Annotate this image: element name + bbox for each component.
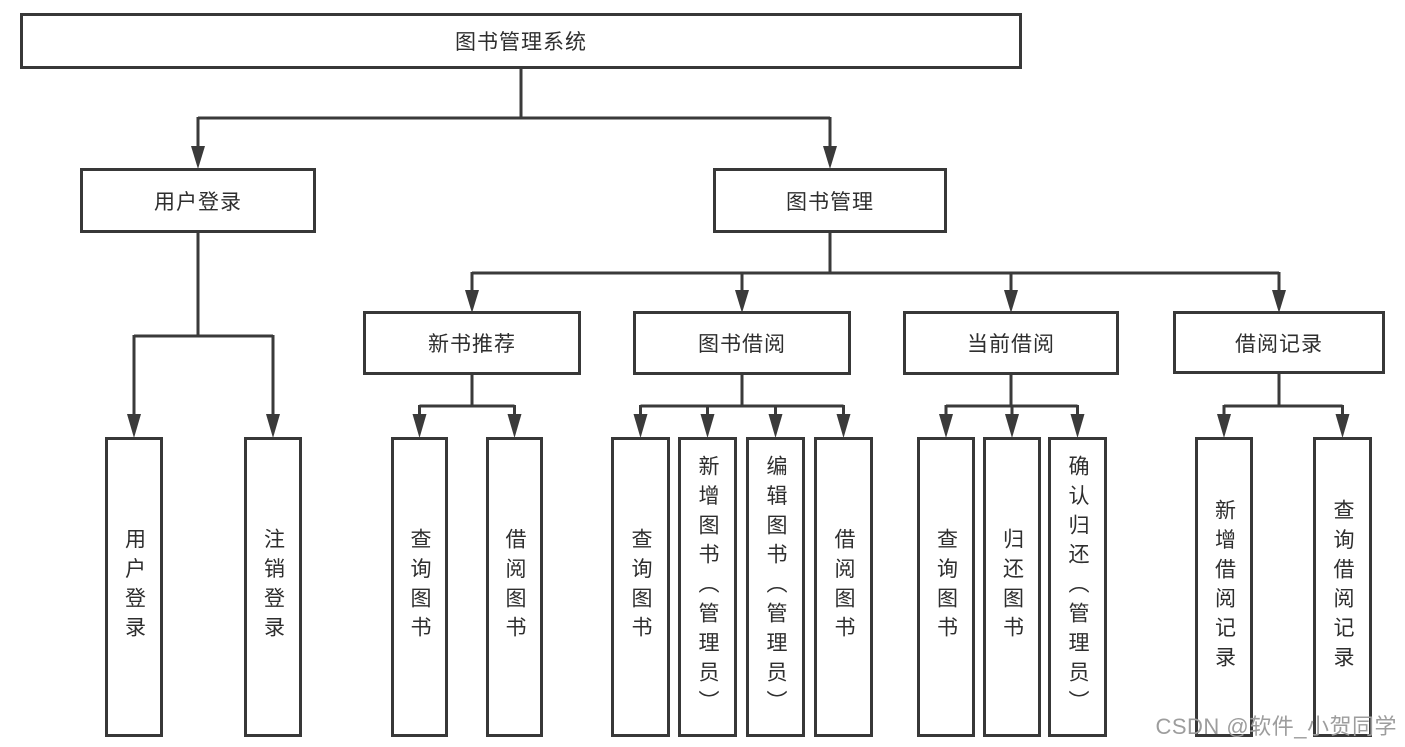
connector-new-rec-branch bbox=[418, 374, 516, 416]
leaf-edit-book-admin-label: 编辑图书（管理员） bbox=[764, 454, 787, 720]
leaf-borrow-book-1-label: 借阅图书 bbox=[503, 528, 526, 646]
leaf-query-book-2-label: 查询图书 bbox=[629, 528, 652, 646]
connector-record-branch bbox=[1222, 373, 1344, 416]
arrow-icon bbox=[1217, 414, 1231, 438]
connector-user-login-branch bbox=[132, 231, 275, 416]
leaf-add-borrow-record: 新增借阅记录 bbox=[1195, 437, 1253, 737]
arrow-icon bbox=[836, 414, 851, 438]
leaf-borrow-book-2: 借阅图书 bbox=[814, 437, 873, 737]
arrow-icon bbox=[700, 414, 715, 438]
arrow-icon bbox=[412, 414, 427, 438]
node-borrow-record-label: 借阅记录 bbox=[1235, 332, 1323, 356]
arrow-icon bbox=[735, 290, 749, 313]
arrow-icon bbox=[127, 414, 141, 438]
connector-book-mgmt-branch bbox=[470, 232, 1281, 291]
arrow-icon bbox=[939, 414, 953, 438]
connector-borrow-branch bbox=[639, 374, 845, 416]
arrow-icon bbox=[1004, 290, 1018, 313]
leaf-user-login: 用户登录 bbox=[105, 437, 163, 737]
node-user-login-label: 用户登录 bbox=[154, 190, 242, 214]
arrow-icon bbox=[465, 290, 479, 313]
leaf-borrow-book-1: 借阅图书 bbox=[486, 437, 543, 737]
arrow-icon bbox=[1005, 414, 1019, 438]
arrow-icon bbox=[633, 414, 648, 438]
leaf-add-book-admin: 新增图书（管理员） bbox=[678, 437, 737, 737]
arrow-icon bbox=[823, 146, 837, 169]
connector-root-to-level2 bbox=[196, 67, 832, 147]
watermark: CSDN @软件_小贺同学 bbox=[1155, 714, 1397, 739]
leaf-confirm-return-admin: 确认归还（管理员） bbox=[1048, 437, 1107, 737]
node-book-borrow-label: 图书借阅 bbox=[698, 333, 786, 356]
leaf-add-borrow-record-label: 新增借阅记录 bbox=[1212, 498, 1236, 676]
leaf-return-book-label: 归还图书 bbox=[1000, 528, 1024, 646]
arrow-icon bbox=[191, 146, 205, 169]
arrowheads bbox=[127, 146, 1350, 438]
leaf-query-book-3-label: 查询图书 bbox=[934, 528, 958, 646]
arrow-icon bbox=[1272, 290, 1286, 313]
leaf-user-login-label: 用户登录 bbox=[122, 528, 146, 646]
node-borrow-record: 借阅记录 bbox=[1173, 311, 1385, 374]
node-root-label: 图书管理系统 bbox=[455, 31, 587, 54]
node-new-book-recommend-label: 新书推荐 bbox=[428, 333, 516, 356]
leaf-query-borrow-record-label: 查询借阅记录 bbox=[1331, 498, 1354, 676]
leaf-query-borrow-record: 查询借阅记录 bbox=[1313, 437, 1372, 737]
arrow-icon bbox=[266, 414, 280, 438]
leaf-edit-book-admin: 编辑图书（管理员） bbox=[746, 437, 805, 737]
arrow-icon bbox=[1335, 414, 1350, 438]
leaf-add-book-admin-label: 新增图书（管理员） bbox=[696, 454, 719, 720]
node-root: 图书管理系统 bbox=[20, 13, 1022, 69]
leaf-borrow-book-2-label: 借阅图书 bbox=[832, 528, 855, 646]
leaf-query-book-1-label: 查询图书 bbox=[408, 528, 431, 646]
node-user-login: 用户登录 bbox=[80, 168, 316, 233]
node-book-management-label: 图书管理 bbox=[786, 190, 874, 214]
leaf-query-book-1: 查询图书 bbox=[391, 437, 448, 737]
leaf-logout-label: 注销登录 bbox=[261, 528, 285, 646]
node-current-borrow-label: 当前借阅 bbox=[967, 333, 1055, 356]
leaf-return-book: 归还图书 bbox=[983, 437, 1041, 737]
node-current-borrow: 当前借阅 bbox=[903, 311, 1119, 375]
leaf-confirm-return-admin-label: 确认归还（管理员） bbox=[1066, 454, 1089, 720]
leaf-query-book-2: 查询图书 bbox=[611, 437, 670, 737]
node-book-management: 图书管理 bbox=[713, 168, 947, 233]
leaf-logout: 注销登录 bbox=[244, 437, 302, 737]
leaf-query-book-3: 查询图书 bbox=[917, 437, 975, 737]
node-book-borrow: 图书借阅 bbox=[633, 311, 851, 375]
node-new-book-recommend: 新书推荐 bbox=[363, 311, 581, 375]
arrow-icon bbox=[507, 414, 522, 438]
connector-current-branch bbox=[944, 374, 1079, 416]
arrow-icon bbox=[1070, 414, 1085, 438]
arrow-icon bbox=[768, 414, 783, 438]
